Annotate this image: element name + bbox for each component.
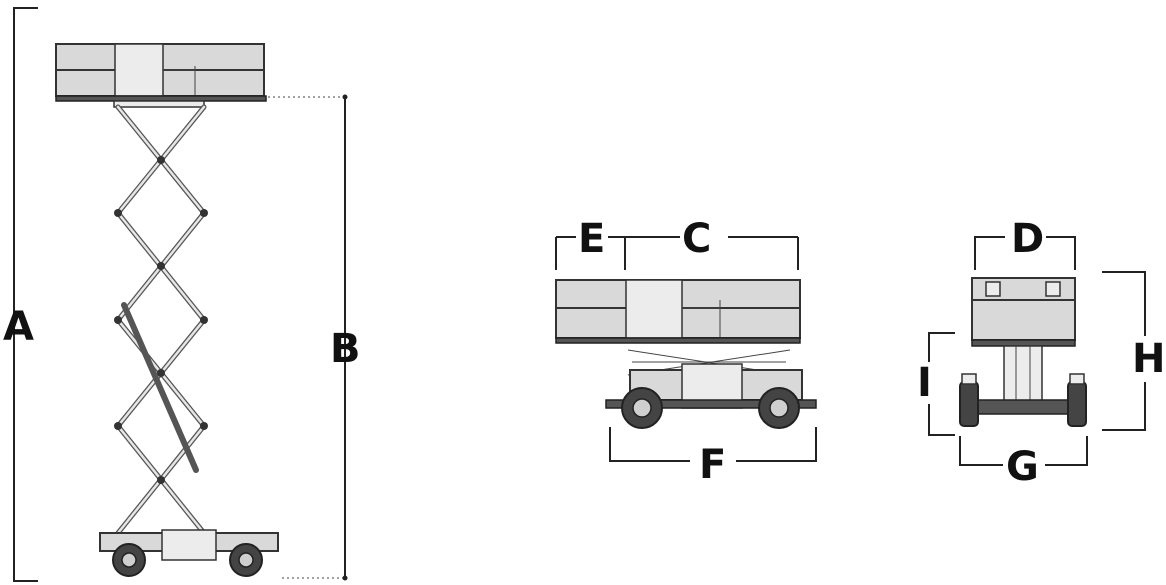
front-axle (977, 399, 1069, 415)
dimension-d-bracket (974, 236, 1005, 270)
front-wheel-right (1067, 381, 1087, 427)
scissor-arms (114, 104, 208, 536)
stowed-wheel-rear (621, 387, 663, 429)
dimension-h-label: H (1132, 336, 1165, 382)
control-box (161, 529, 217, 561)
side-view-stowed: E C F (555, 216, 817, 488)
dimension-f-bracket (609, 427, 690, 462)
dimension-f-label: F (699, 442, 726, 488)
dimension-a-label: A (3, 304, 34, 350)
side-view-extended: A B (3, 7, 361, 582)
platform-base-frame (113, 100, 205, 108)
side-wheel-rear (112, 543, 146, 577)
dimension-g-bracket (959, 436, 1003, 466)
dimension-e-label: E (578, 216, 605, 262)
side-wheel-front (229, 543, 263, 577)
front-wheel-left (959, 381, 979, 427)
lift-cylinder (121, 302, 199, 473)
dimension-d-label: D (1011, 216, 1044, 262)
front-mast (1003, 345, 1043, 403)
dimension-i-label: I (917, 360, 932, 406)
platform-entry-gate (114, 43, 164, 97)
dimension-b-label: B (330, 326, 361, 372)
dimension-h-bracket (1102, 271, 1146, 336)
dimension-a-bracket (13, 7, 38, 582)
stowed-extension-deck (625, 279, 683, 339)
stowed-wheel-front (758, 387, 800, 429)
dimension-i-bracket (928, 332, 955, 362)
front-view: D H I G (917, 216, 1165, 490)
front-platform-body (971, 299, 1076, 341)
dimension-g-label: G (1006, 444, 1039, 490)
dimension-c-label: C (682, 216, 711, 262)
